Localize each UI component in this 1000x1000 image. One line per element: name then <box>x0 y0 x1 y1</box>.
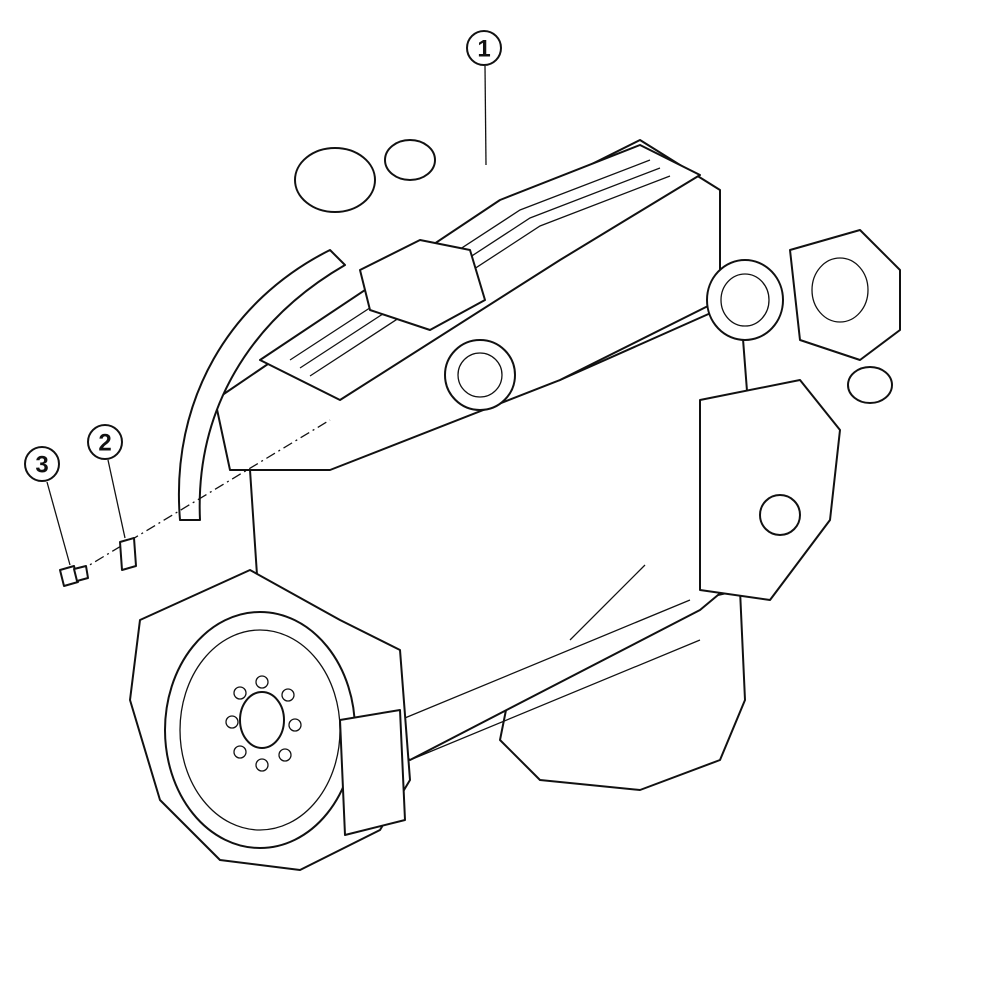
leader-line-1 <box>484 65 487 166</box>
turbo-outlet <box>706 259 784 341</box>
flywheel-bolts <box>225 675 302 772</box>
bolt-part <box>59 565 89 587</box>
callout-label: 3 <box>35 452 48 479</box>
callout-label: 1 <box>477 36 490 63</box>
leader-line-2 <box>107 459 126 539</box>
engine-assembly <box>129 139 901 871</box>
callout-1: 1 <box>466 30 502 66</box>
pulley <box>847 366 893 404</box>
flywheel-hub <box>239 691 285 749</box>
water-pump <box>759 494 801 536</box>
callout-3: 3 <box>24 446 60 482</box>
valve-cover-ribs <box>289 159 671 377</box>
plate-part <box>119 537 137 571</box>
dipstick <box>569 564 646 641</box>
turbo-inlet <box>444 339 516 411</box>
block-rail <box>399 599 701 761</box>
callout-2: 2 <box>87 424 123 460</box>
leader-line-3 <box>46 481 71 566</box>
air-inlet <box>294 147 376 213</box>
alternator <box>789 229 901 361</box>
intake-pipe <box>177 249 346 521</box>
front-cover <box>699 379 841 601</box>
inlet-flange <box>384 139 436 181</box>
mount-bracket <box>339 709 406 836</box>
turbo-inlet-inner <box>457 352 503 398</box>
breather-cover <box>359 239 486 331</box>
callout-label: 2 <box>98 430 111 457</box>
turbo-outlet-inner <box>720 273 770 327</box>
alternator-face <box>811 257 869 323</box>
